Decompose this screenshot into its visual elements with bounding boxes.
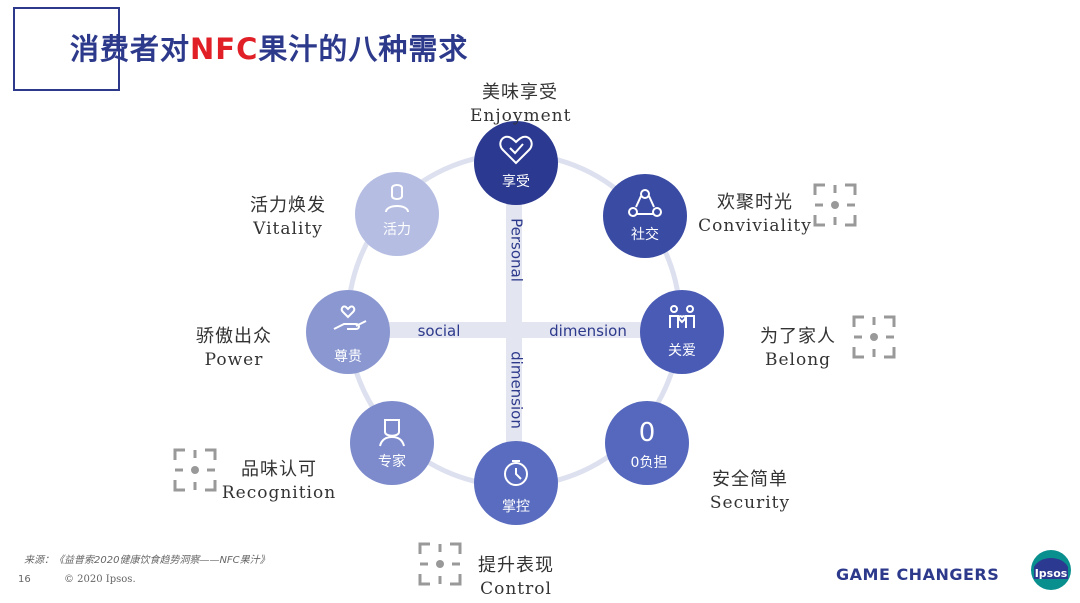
copyright: © 2020 Ipsos. — [64, 574, 136, 585]
node-control-text: 掌控 — [502, 499, 530, 515]
focus-bracket-icon — [852, 315, 896, 359]
label-conviviality-en: Conviviality — [698, 216, 812, 236]
timer-icon — [504, 460, 528, 486]
axis-dimension-vertical-label: dimension — [508, 351, 526, 429]
node-power: 尊贵 — [306, 290, 390, 374]
node-security-circle — [605, 401, 689, 485]
node-enjoyment: 享受 — [474, 121, 558, 205]
label-security-en: Security — [709, 493, 791, 513]
label-control-en: Control — [480, 579, 552, 599]
node-security: 0 0负担 — [605, 401, 689, 485]
axis-dimension-horizontal-label: dimension — [549, 322, 627, 340]
label-vitality-en: Vitality — [253, 219, 323, 239]
zero-icon: 0 — [639, 418, 656, 448]
axis-social-label: social — [418, 322, 461, 340]
node-vitality-text: 活力 — [383, 222, 411, 238]
label-enjoyment: 美味享受 Enjoyment — [470, 78, 570, 126]
heart-check-icon — [499, 135, 533, 165]
title-frame-bottom — [13, 89, 120, 91]
node-belong: 关爱 — [640, 290, 724, 374]
node-enjoyment-text: 享受 — [502, 173, 530, 190]
label-security-zh: 安全简单 — [712, 469, 788, 490]
label-control: 提升表现 Control — [466, 551, 566, 599]
family-icon — [669, 305, 695, 328]
node-security-text: 0负担 — [631, 455, 668, 471]
label-enjoyment-zh: 美味享受 — [482, 82, 558, 103]
ipsos-logo: Ipsos — [1031, 550, 1071, 590]
source-note: 来源：《益普索2020健康饮食趋势洞察——NFC果汁》 — [24, 555, 270, 566]
page-title: 消费者对NFC果汁的八种需求 — [70, 26, 468, 68]
label-control-zh: 提升表现 — [478, 555, 554, 576]
title-suffix: 果汁的八种需求 — [258, 32, 469, 66]
social-cycle-icon — [628, 189, 662, 217]
label-conviviality: 欢聚时光 Conviviality — [690, 188, 820, 236]
node-control: 掌控 — [474, 441, 558, 525]
node-power-circle — [306, 290, 390, 374]
label-vitality: 活力焕发 Vitality — [238, 191, 338, 239]
node-vitality: 活力 — [355, 172, 439, 256]
label-security: 安全简单 Security — [700, 465, 800, 513]
logo-text: Ipsos — [1035, 567, 1068, 580]
node-vitality-circle — [355, 172, 439, 256]
focus-bracket-icon — [173, 448, 217, 492]
title-highlight: NFC — [190, 32, 259, 66]
node-power-text: 尊贵 — [334, 348, 362, 365]
label-enjoyment-en: Enjoyment — [470, 106, 572, 126]
page-number: 16 — [18, 574, 31, 585]
focus-bracket-icon — [418, 542, 462, 586]
node-conviviality-text: 社交 — [631, 226, 659, 243]
expert-icon — [379, 419, 405, 447]
node-belong-text: 关爱 — [668, 343, 696, 359]
label-recognition-zh: 品味认可 — [241, 459, 317, 480]
node-conviviality: 社交 — [603, 174, 687, 258]
game-changers-tagline: GAME CHANGERS — [836, 565, 1000, 584]
hand-heart-icon — [333, 305, 367, 330]
label-vitality-zh: 活力焕发 — [250, 195, 326, 216]
label-power: 骄傲出众 Power — [186, 322, 282, 370]
focus-bracket-icon — [813, 183, 857, 227]
node-recognition-text: 专家 — [378, 453, 406, 470]
title-frame-right — [118, 7, 120, 91]
node-conviviality-circle — [603, 174, 687, 258]
node-belong-circle — [640, 290, 724, 374]
label-belong-zh: 为了家人 — [760, 326, 836, 347]
label-power-zh: 骄傲出众 — [196, 326, 272, 347]
node-control-circle — [474, 441, 558, 525]
label-recognition-en: Recognition — [221, 483, 337, 503]
node-recognition: 专家 — [350, 401, 434, 485]
title-prefix: 消费者对 — [70, 32, 191, 66]
horizontal-axis-bar — [380, 322, 648, 338]
axis-personal-label: Personal — [508, 218, 526, 282]
label-power-en: Power — [204, 350, 264, 370]
node-recognition-circle — [350, 401, 434, 485]
label-recognition: 品味认可 Recognition — [214, 455, 344, 503]
title-frame-corner — [13, 7, 120, 91]
label-belong-en: Belong — [764, 350, 832, 370]
person-icon — [385, 184, 409, 213]
label-belong: 为了家人 Belong — [750, 322, 846, 370]
label-conviviality-zh: 欢聚时光 — [717, 192, 793, 213]
